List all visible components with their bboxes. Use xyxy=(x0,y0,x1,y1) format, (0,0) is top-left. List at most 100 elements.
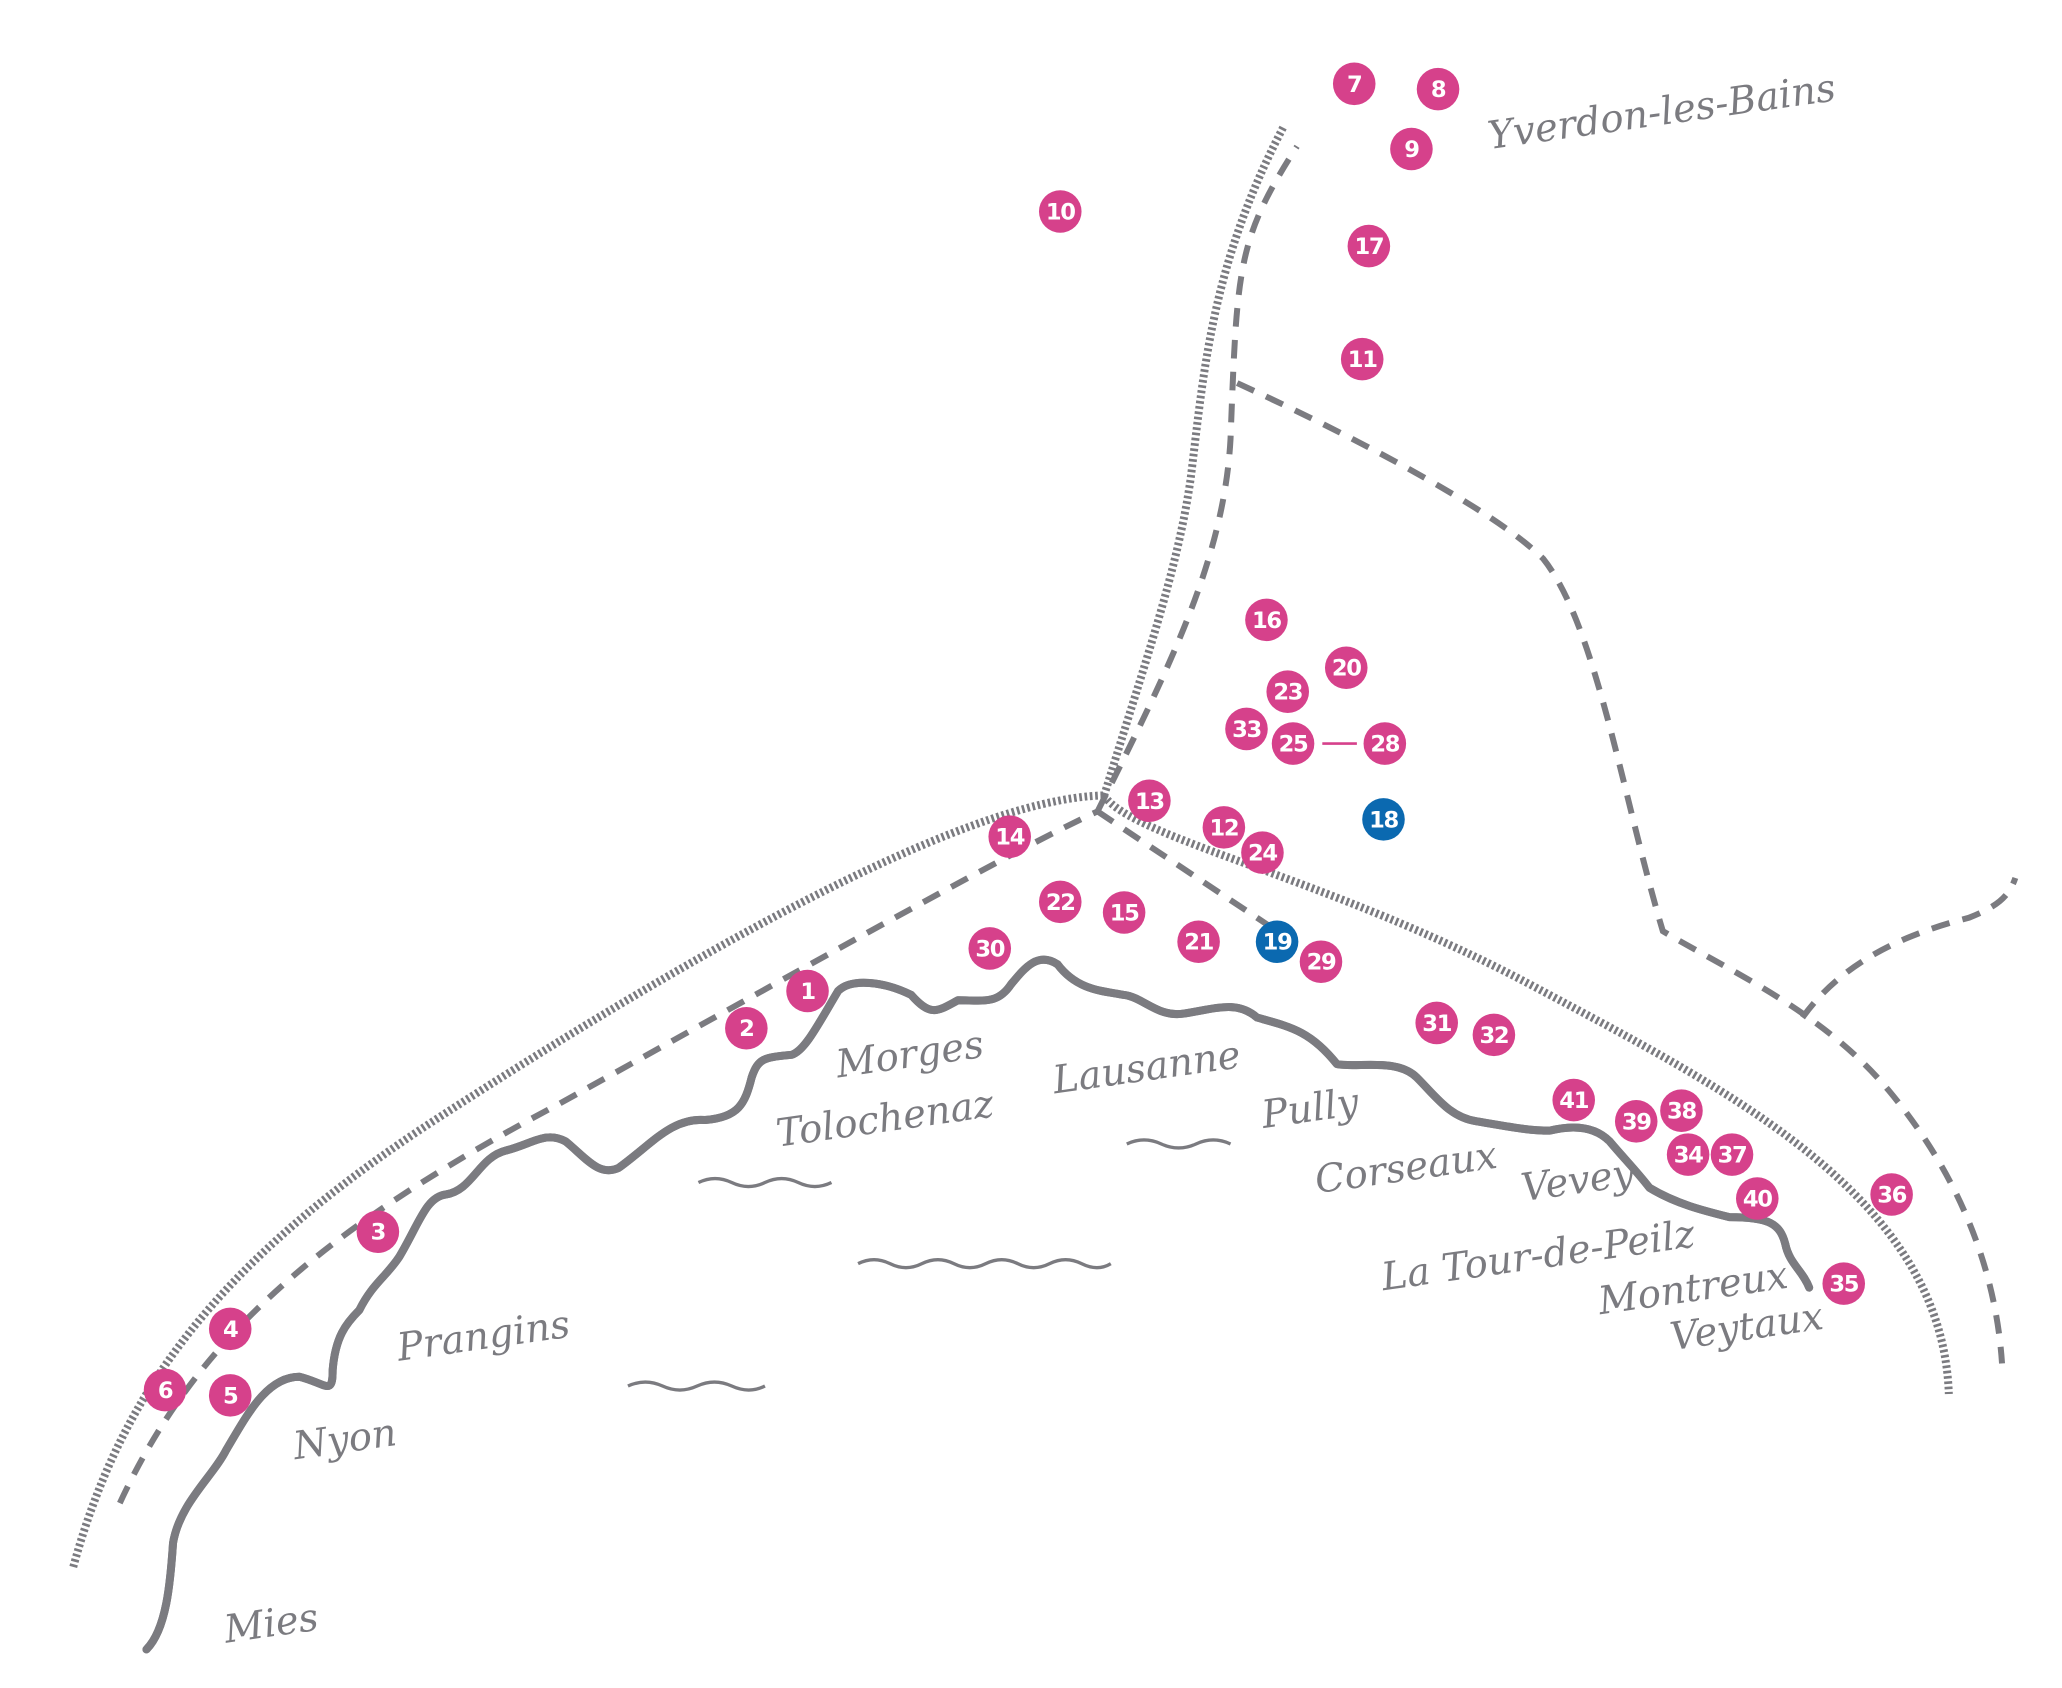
marker-number: 12 xyxy=(1209,815,1238,841)
location-marker-22[interactable]: 22 xyxy=(1038,880,1082,924)
place-label-prangins: Prangins xyxy=(393,1302,572,1371)
location-marker-39[interactable]: 39 xyxy=(1614,1100,1658,1143)
location-marker-20[interactable]: 20 xyxy=(1324,646,1368,690)
marker-number: 13 xyxy=(1135,789,1164,815)
marker-circle xyxy=(786,969,829,1013)
marker-circle xyxy=(1416,67,1460,111)
location-marker-4[interactable]: 4 xyxy=(208,1307,252,1351)
location-marker-6[interactable]: 6 xyxy=(143,1368,187,1412)
location-marker-34[interactable]: 34 xyxy=(1666,1133,1710,1176)
marker-circle xyxy=(1362,798,1405,841)
location-marker-12[interactable]: 12 xyxy=(1202,806,1246,849)
location-marker-19[interactable]: 19 xyxy=(1255,920,1299,964)
location-marker-38[interactable]: 38 xyxy=(1660,1089,1703,1132)
location-marker-28[interactable]: 28 xyxy=(1363,722,1407,765)
location-marker-8[interactable]: 8 xyxy=(1416,67,1460,111)
road-lines xyxy=(117,144,2019,1505)
marker-number: 23 xyxy=(1273,680,1302,706)
marker-number: 22 xyxy=(1046,890,1075,916)
marker-number: 38 xyxy=(1667,1099,1696,1125)
place-label-nyon: Nyon xyxy=(290,1410,400,1469)
marker-circle xyxy=(1225,707,1268,751)
marker-number: 11 xyxy=(1348,347,1377,373)
marker-circle xyxy=(1735,1177,1779,1220)
location-marker-32[interactable]: 32 xyxy=(1472,1013,1516,1057)
marker-number: 10 xyxy=(1046,199,1075,225)
marker-number: 14 xyxy=(995,825,1024,851)
marker-circle xyxy=(356,1210,400,1254)
marker-circle xyxy=(143,1368,187,1412)
location-marker-23[interactable]: 23 xyxy=(1266,670,1310,713)
location-marker-29[interactable]: 29 xyxy=(1299,940,1343,984)
marker-number: 15 xyxy=(1110,900,1139,926)
marker-number: 20 xyxy=(1332,656,1361,682)
marker-number: 17 xyxy=(1354,234,1383,260)
place-label-vevey: Vevey xyxy=(1518,1151,1638,1212)
location-marker-5[interactable]: 5 xyxy=(208,1374,252,1417)
marker-circle xyxy=(1038,880,1082,924)
marker-number: 33 xyxy=(1232,717,1261,743)
marker-circle xyxy=(1202,806,1246,849)
marker-number: 35 xyxy=(1829,1272,1858,1298)
place-label-pully: Pully xyxy=(1258,1080,1363,1138)
marker-number: 34 xyxy=(1674,1143,1703,1169)
location-marker-11[interactable]: 11 xyxy=(1340,337,1384,381)
location-marker-14[interactable]: 14 xyxy=(988,815,1031,858)
location-marker-21[interactable]: 21 xyxy=(1177,920,1220,964)
place-label-corseaux: Corseaux xyxy=(1312,1133,1500,1203)
marker-circle xyxy=(1177,920,1220,964)
marker-number: 6 xyxy=(158,1378,173,1404)
location-marker-36[interactable]: 36 xyxy=(1870,1173,1913,1216)
location-marker-30[interactable]: 30 xyxy=(968,927,1012,970)
location-marker-3[interactable]: 3 xyxy=(356,1210,400,1254)
location-marker-33[interactable]: 33 xyxy=(1225,707,1268,751)
location-marker-41[interactable]: 41 xyxy=(1552,1078,1595,1122)
marker-circle xyxy=(1324,646,1368,690)
place-label-yverdon-les-bains: Yverdon-les-Bains xyxy=(1485,66,1838,159)
marker-circle xyxy=(208,1307,252,1351)
marker-number: 19 xyxy=(1263,930,1292,956)
location-marker-13[interactable]: 13 xyxy=(1128,779,1171,823)
marker-circle xyxy=(1102,891,1146,934)
location-marker-37[interactable]: 37 xyxy=(1710,1133,1754,1176)
marker-circle xyxy=(1128,779,1171,823)
marker-number: 32 xyxy=(1479,1023,1508,1049)
marker-circle xyxy=(1271,722,1315,765)
location-marker-18[interactable]: 18 xyxy=(1362,798,1405,841)
marker-number: 9 xyxy=(1404,137,1419,163)
location-marker-7[interactable]: 7 xyxy=(1332,62,1376,106)
location-marker-15[interactable]: 15 xyxy=(1102,891,1146,934)
marker-number: 3 xyxy=(371,1220,385,1246)
marker-circle xyxy=(208,1374,252,1417)
place-label-tolochenaz: Tolochenaz xyxy=(773,1081,997,1156)
location-marker-2[interactable]: 2 xyxy=(725,1006,768,1050)
railway-lines xyxy=(69,124,1953,1569)
marker-number: 25 xyxy=(1279,732,1308,758)
marker-number: 31 xyxy=(1422,1011,1451,1037)
location-marker-31[interactable]: 31 xyxy=(1415,1001,1458,1045)
marker-circle xyxy=(1660,1089,1703,1132)
location-marker-1[interactable]: 1 xyxy=(786,969,829,1013)
place-label-lausanne: Lausanne xyxy=(1049,1032,1243,1103)
location-marker-40[interactable]: 40 xyxy=(1735,1177,1779,1220)
marker-number: 2 xyxy=(739,1016,753,1042)
marker-number: 30 xyxy=(975,936,1004,962)
lake-shoreline xyxy=(142,960,1809,1650)
marker-number: 41 xyxy=(1559,1088,1588,1114)
location-marker-10[interactable]: 10 xyxy=(1038,190,1082,233)
marker-circle xyxy=(968,927,1012,970)
marker-number: 5 xyxy=(223,1383,238,1409)
marker-circle xyxy=(1299,940,1343,984)
location-marker-16[interactable]: 16 xyxy=(1245,598,1288,642)
marker-number: 21 xyxy=(1184,930,1213,956)
marker-circle xyxy=(1710,1133,1754,1176)
location-marker-25[interactable]: 25 xyxy=(1271,722,1315,765)
location-marker-9[interactable]: 9 xyxy=(1390,127,1433,171)
marker-number: 39 xyxy=(1622,1109,1651,1135)
marker-circle xyxy=(1241,831,1284,874)
location-marker-35[interactable]: 35 xyxy=(1822,1262,1866,1305)
location-marker-24[interactable]: 24 xyxy=(1241,831,1284,874)
location-marker-17[interactable]: 17 xyxy=(1347,224,1391,268)
